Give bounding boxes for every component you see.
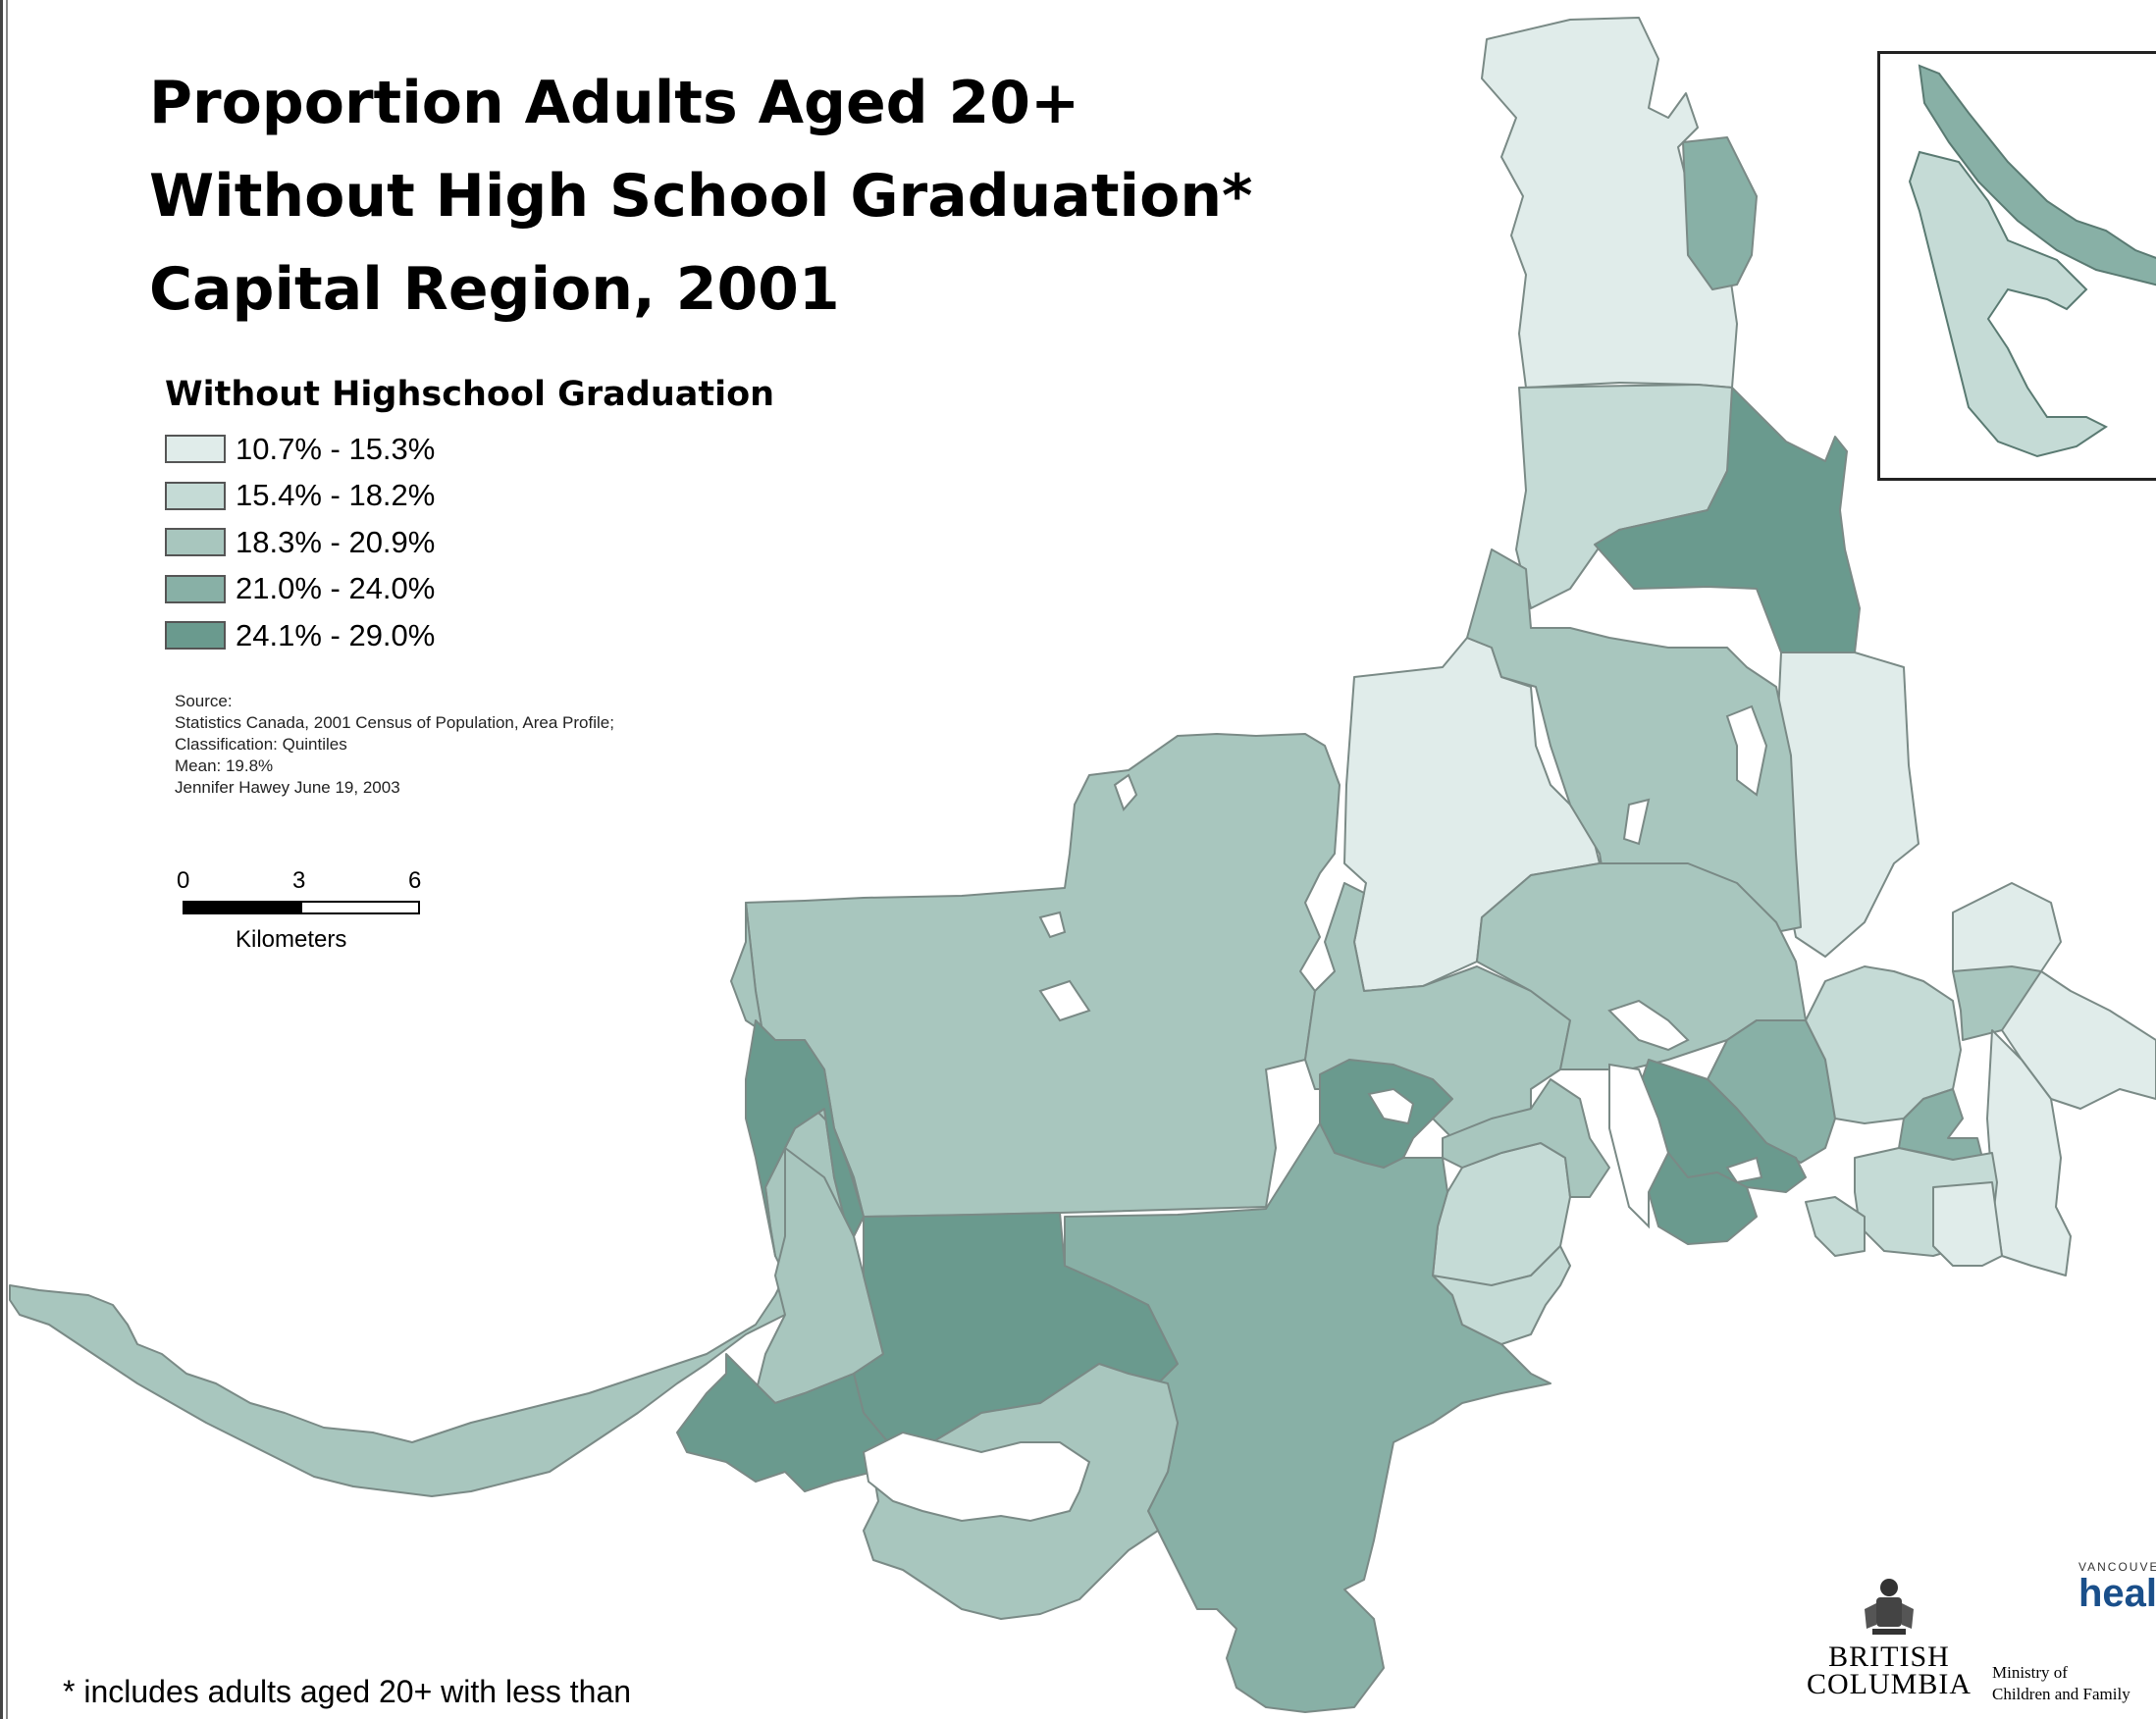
source-note: Source: Statistics Canada, 2001 Census o… bbox=[175, 691, 614, 799]
water-sooke-basin bbox=[862, 1431, 1091, 1523]
region-willis-point bbox=[1466, 548, 1802, 943]
legend-item: 15.4% - 18.2% bbox=[165, 473, 435, 520]
map-title: Proportion Adults Aged 20+ Without High … bbox=[149, 57, 1252, 337]
legend-label: 15.4% - 18.2% bbox=[236, 478, 436, 513]
legend-label: 10.7% - 15.3% bbox=[236, 431, 436, 466]
region-oak-bay bbox=[1805, 965, 1962, 1124]
legend-label: 24.1% - 29.0% bbox=[236, 617, 436, 652]
region-langford-north bbox=[1442, 1078, 1610, 1198]
region-victoria-south bbox=[1805, 1196, 1866, 1257]
water-lake-3 bbox=[1725, 704, 1768, 797]
bc-wordmark-line-2: COLUMBIA bbox=[1806, 1668, 1972, 1700]
legend-swatch bbox=[165, 481, 226, 510]
region-colwood-south bbox=[1432, 1245, 1571, 1345]
water-lake-5 bbox=[1038, 911, 1067, 939]
legend-item: 21.0% - 24.0% bbox=[165, 566, 435, 613]
health-logo-wordmark: healt bbox=[2078, 1572, 2156, 1615]
legend-item: 18.3% - 20.9% bbox=[165, 519, 435, 566]
scale-tick-label: 3 bbox=[292, 867, 306, 894]
water-portage-inlet bbox=[1608, 1063, 1670, 1229]
water-lake-7 bbox=[1113, 773, 1138, 811]
legend-swatch bbox=[165, 574, 226, 603]
region-victoria-west bbox=[1648, 1152, 1758, 1245]
legend-swatch bbox=[165, 621, 226, 651]
region-sooke-basin-west bbox=[745, 1019, 865, 1257]
legend-label: 18.3% - 20.9% bbox=[236, 524, 436, 559]
source-line: Statistics Canada, 2001 Census of Popula… bbox=[175, 713, 614, 732]
water-lake-8 bbox=[1725, 1156, 1763, 1184]
region-north-saanich-east bbox=[1682, 136, 1758, 290]
scale-segment-filled bbox=[183, 901, 302, 914]
inset-map-shapes bbox=[1908, 64, 2156, 458]
bc-wordmark-line-1: BRITISH bbox=[1828, 1641, 1950, 1673]
bc-crest-icon bbox=[1865, 1579, 1914, 1635]
inset-saanich-peninsula bbox=[1908, 150, 2108, 458]
legend-label: 21.0% - 24.0% bbox=[236, 571, 436, 606]
map-frame-border bbox=[0, 0, 8, 1719]
ministry-line-1: Ministry of bbox=[1992, 1663, 2068, 1682]
scale-tick-label: 6 bbox=[408, 867, 422, 894]
region-rockland bbox=[1932, 1181, 2003, 1267]
legend-item: 10.7% - 15.3% bbox=[165, 426, 435, 473]
source-line: Jennifer Hawey June 19, 2003 bbox=[175, 778, 400, 797]
source-line: Classification: Quintiles bbox=[175, 735, 347, 754]
water-lake-4 bbox=[1622, 798, 1651, 846]
legend-title: Without Highschool Graduation bbox=[165, 375, 775, 414]
health-logo-small-text: VANCOUVER bbox=[2078, 1560, 2156, 1574]
water-lake-6 bbox=[1038, 979, 1091, 1022]
footnote: * includes adults aged 20+ with less tha… bbox=[63, 1674, 632, 1709]
source-heading: Source: bbox=[175, 692, 233, 710]
bc-government-logo: BRITISH COLUMBIA bbox=[1806, 1570, 1972, 1717]
scale-segment-empty bbox=[300, 901, 420, 914]
title-line-2: Without High School Graduation* bbox=[149, 162, 1253, 231]
scale-tick-label: 0 bbox=[177, 867, 190, 894]
inset-locator-map bbox=[1877, 51, 2156, 481]
legend-swatch bbox=[165, 528, 226, 557]
inset-gulf-island bbox=[1918, 64, 2156, 286]
scale-bar: 0 3 6 Kilometers bbox=[177, 867, 432, 956]
water-lake-1 bbox=[1367, 1087, 1415, 1125]
source-line: Mean: 19.8% bbox=[175, 756, 274, 775]
water-lake-2 bbox=[1607, 999, 1690, 1052]
legend-item: 24.1% - 29.0% bbox=[165, 612, 435, 659]
legend-swatch bbox=[165, 435, 226, 464]
region-north-saanich bbox=[1481, 17, 1738, 389]
ministry-line-2: Children and Family bbox=[1992, 1685, 2130, 1703]
scale-unit-label: Kilometers bbox=[236, 926, 347, 953]
ministry-label: Ministry of Children and Family bbox=[1992, 1662, 2130, 1705]
title-line-1: Proportion Adults Aged 20+ bbox=[149, 69, 1080, 137]
health-authority-logo: VANCOUVER healt bbox=[2078, 1560, 2156, 1639]
legend: 10.7% - 15.3% 15.4% - 18.2% 18.3% - 20.9… bbox=[165, 426, 435, 659]
region-whiffin-spit bbox=[676, 1353, 889, 1492]
title-line-3: Capital Region, 2001 bbox=[149, 255, 840, 324]
